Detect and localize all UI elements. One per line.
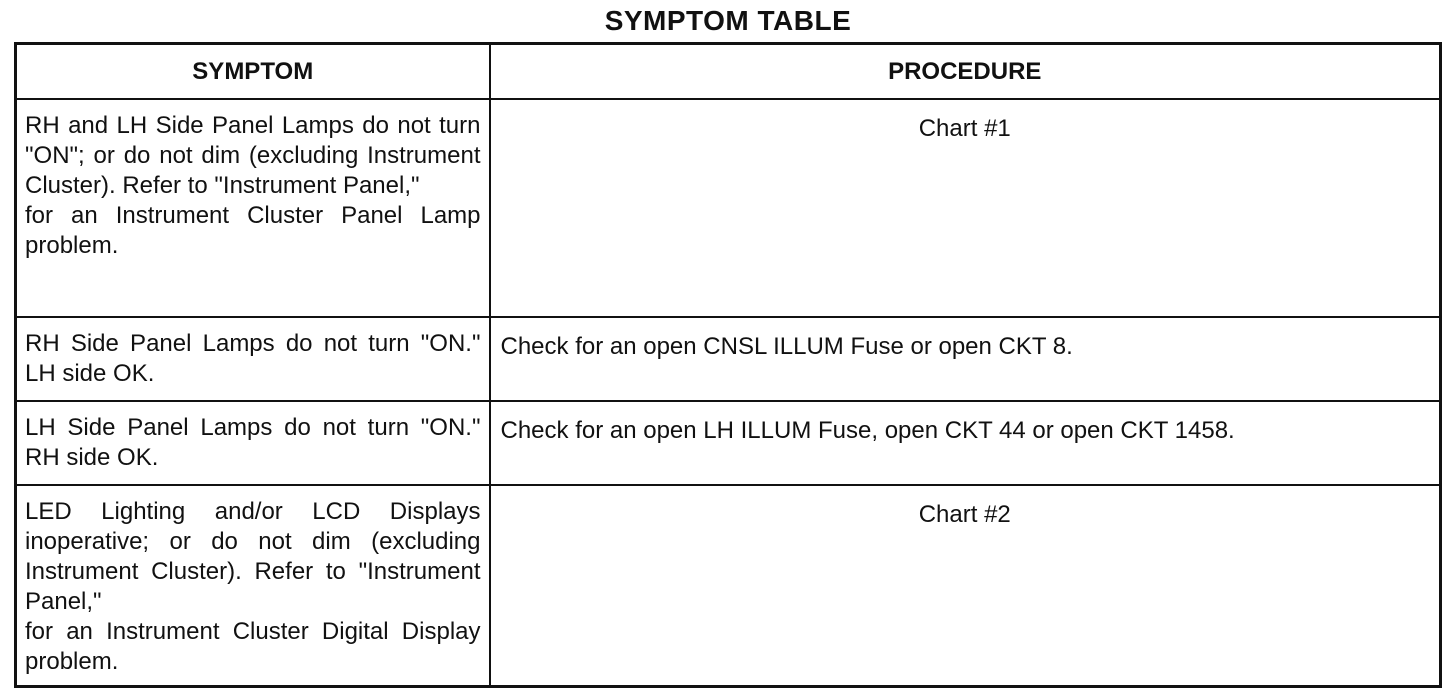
table-row: RH and LH Side Panel Lamps do not turn "…	[14, 98, 1442, 318]
column-header-symptom: SYMPTOM	[14, 42, 491, 100]
table-row: RH Side Panel Lamps do not turn "ON." LH…	[14, 316, 1442, 402]
procedure-cell: Check for an open CNSL ILLUM Fuse or ope…	[488, 316, 1442, 402]
table-header-row: SYMPTOM PROCEDURE	[14, 42, 1442, 100]
procedure-cell: Chart #1	[488, 98, 1442, 318]
symptom-cell: RH Side Panel Lamps do not turn "ON." LH…	[14, 316, 491, 402]
symptom-cell: RH and LH Side Panel Lamps do not turn "…	[14, 98, 491, 318]
procedure-cell: Check for an open LH ILLUM Fuse, open CK…	[488, 400, 1442, 486]
symptom-cell: LH Side Panel Lamps do not turn "ON." RH…	[14, 400, 491, 486]
table-row: LH Side Panel Lamps do not turn "ON." RH…	[14, 400, 1442, 486]
symptom-cell: LED Lighting and/or LCD Displays inopera…	[14, 484, 491, 688]
symptom-table: SYMPTOM PROCEDURE RH and LH Side Panel L…	[14, 42, 1442, 688]
page-title: SYMPTOM TABLE	[604, 5, 852, 36]
table-row: LED Lighting and/or LCD Displays inopera…	[14, 484, 1442, 688]
column-header-procedure: PROCEDURE	[488, 42, 1442, 100]
procedure-cell: Chart #2	[488, 484, 1442, 688]
